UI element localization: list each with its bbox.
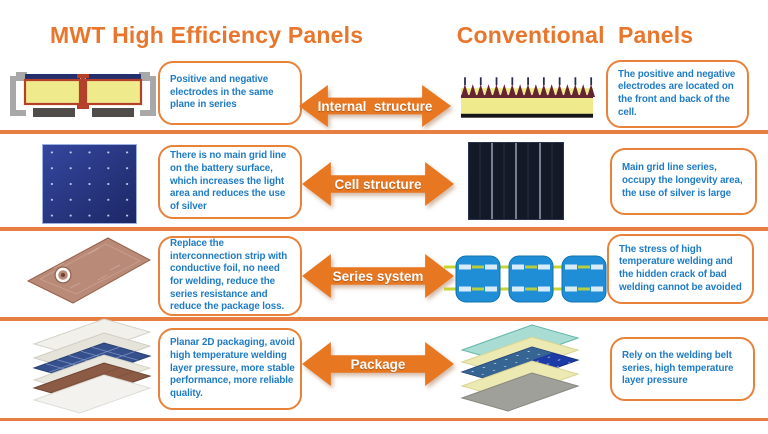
arrow-label: Series system bbox=[332, 268, 424, 284]
arrow-label: Cell structure bbox=[334, 176, 422, 192]
conventional-series-system-description: The stress of high temperature welding a… bbox=[607, 234, 754, 304]
conductive-foil-illustration bbox=[26, 237, 152, 304]
mwt-package-layers-illustration bbox=[26, 318, 162, 418]
conventional-package-description: Rely on the welding belt series, high te… bbox=[610, 337, 755, 401]
welded-cell-string-illustration bbox=[444, 255, 607, 303]
mwt-package-description: Planar 2D packaging, avoid high temperat… bbox=[158, 328, 302, 410]
mwt-cross-section-illustration bbox=[10, 72, 156, 117]
divider-line bbox=[0, 227, 768, 231]
divider-line bbox=[0, 130, 768, 134]
arrow-label: Package bbox=[350, 356, 406, 372]
divider-line bbox=[0, 418, 768, 421]
divider-line bbox=[0, 317, 768, 321]
left-column-title: MWT High Efficiency Panels bbox=[50, 22, 364, 48]
double-arrow-icon: Package bbox=[302, 342, 454, 386]
mwt-internal-structure-description: Positive and negative electrodes in the … bbox=[158, 61, 302, 125]
right-column-title: Conventional Panels bbox=[456, 22, 694, 48]
package-arrow: Package bbox=[302, 342, 454, 386]
conventional-internal-structure-description: The positive and negative electrodes are… bbox=[606, 60, 749, 128]
mwt-series-system-description: Replace the interconnection strip with c… bbox=[158, 236, 302, 316]
conventional-cross-section-illustration bbox=[460, 77, 596, 118]
double-arrow-icon: Internal structure bbox=[299, 85, 451, 127]
internal-structure-arrow: Internal structure bbox=[299, 85, 451, 127]
arrow-label: Internal structure bbox=[317, 98, 433, 114]
mwt-cell-front-illustration bbox=[42, 144, 137, 224]
conventional-package-layers-illustration bbox=[450, 324, 592, 420]
series-system-arrow: Series system bbox=[302, 254, 454, 298]
mwt-cell-structure-description: There is no main grid line on the batter… bbox=[158, 145, 302, 219]
double-arrow-icon: Cell structure bbox=[302, 162, 454, 206]
cell-structure-arrow: Cell structure bbox=[302, 162, 454, 206]
conventional-cell-front-illustration bbox=[468, 142, 564, 220]
conventional-cell-structure-description: Main grid line series, occupy the longev… bbox=[610, 148, 757, 215]
double-arrow-icon: Series system bbox=[302, 254, 454, 298]
